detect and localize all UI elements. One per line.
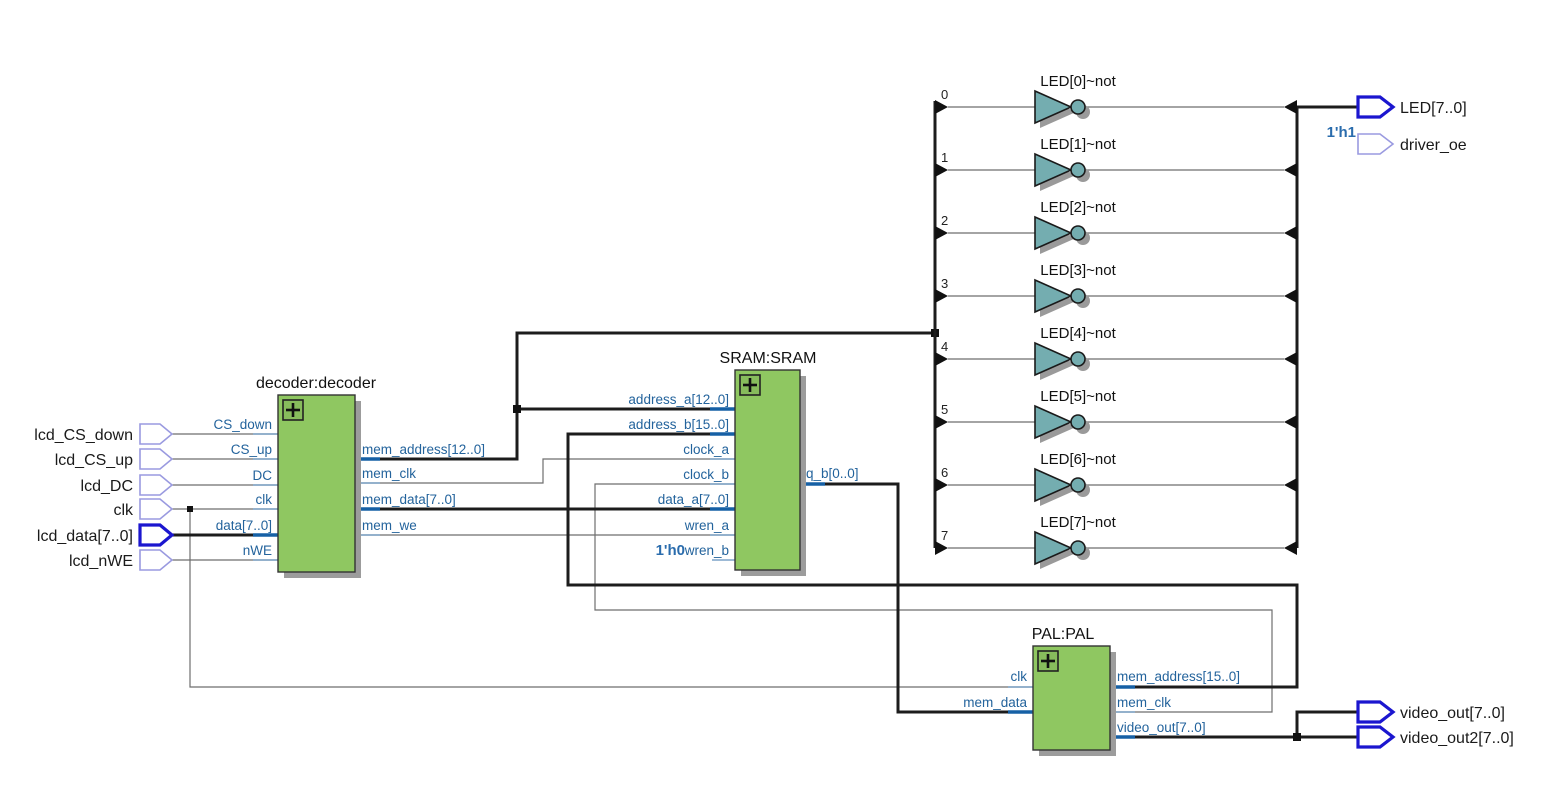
bus-bit-2: 2 (941, 213, 948, 228)
not-gate-label: LED[5]~not (1040, 388, 1116, 405)
input-pin-lcd-cs-up[interactable] (139, 448, 174, 470)
output-pin-label: video_out[7..0] (1400, 705, 1505, 722)
driver-oe-constant: 1'h1 (1327, 124, 1356, 141)
led-bit-bus-left[interactable] (933, 100, 948, 555)
block-decoder-title: decoder:decoder (256, 375, 377, 392)
bus-bit-5: 5 (941, 402, 948, 417)
decoder-port-cs-up: CS_up (231, 442, 272, 457)
net-pal-mem-clk[interactable] (594, 483, 1273, 713)
decoder-port-mem-clk: mem_clk (362, 466, 416, 481)
block-decoder[interactable] (277, 394, 361, 578)
led-bit-bus-right[interactable] (1284, 100, 1358, 555)
input-pin-label: lcd_DC (81, 478, 133, 495)
decoder-port-nwe: nWE (243, 543, 272, 558)
output-pin-label: driver_oe (1400, 137, 1467, 154)
not-gate-label: LED[3]~not (1040, 262, 1116, 279)
input-pin-lcd-data[interactable] (138, 523, 175, 547)
not-gate-row[interactable] (948, 467, 1284, 506)
pal-port-video-out: video_out[7..0] (1117, 720, 1206, 735)
input-pin-label: lcd_CS_up (55, 452, 133, 469)
net-mem-clk[interactable] (355, 458, 735, 484)
bus-bit-0: 0 (941, 87, 948, 102)
decoder-port-mem-data: mem_data[7..0] (362, 492, 456, 507)
decoder-port-mem-we: mem_we (362, 518, 417, 533)
not-gate-row[interactable] (948, 89, 1284, 128)
decoder-port-clk: clk (256, 492, 273, 507)
not-gate-row[interactable] (948, 152, 1284, 191)
output-pin-driver-oe[interactable] (1357, 133, 1395, 155)
net-q-b[interactable] (800, 482, 1033, 714)
input-pin-label: lcd_nWE (69, 553, 133, 570)
expand-plus-icon[interactable] (282, 399, 304, 421)
pal-port-mem-address: mem_address[15..0] (1117, 669, 1240, 684)
not-gate-row[interactable] (948, 215, 1284, 254)
sram-port-wren-a: wren_a (684, 518, 730, 533)
not-gate-row[interactable] (948, 530, 1284, 569)
block-pal-title: PAL:PAL (1032, 626, 1095, 643)
sram-port-address-b: address_b[15..0] (628, 417, 729, 432)
block-sram[interactable] (734, 369, 806, 576)
sram-port-q-b: q_b[0..0] (806, 466, 859, 481)
input-pin-label: clk (113, 502, 134, 519)
sram-port-wren-b: wren_b (684, 543, 729, 558)
input-pin-label: lcd_CS_down (34, 427, 133, 444)
net-video-out[interactable] (1110, 710, 1358, 741)
output-pin-video-out[interactable] (1356, 700, 1396, 724)
expand-plus-icon[interactable] (739, 374, 761, 396)
sram-port-address-a: address_a[12..0] (628, 392, 729, 407)
block-pal[interactable] (1032, 645, 1116, 756)
pal-port-clk: clk (1011, 669, 1028, 684)
input-pin-lcd-cs-down[interactable] (139, 423, 174, 445)
output-pin-led[interactable] (1356, 95, 1396, 119)
input-pin-clk[interactable] (139, 498, 174, 520)
sram-port-clock-a: clock_a (683, 442, 729, 457)
output-pin-label: LED[7..0] (1400, 100, 1467, 117)
not-gate-label: LED[4]~not (1040, 325, 1116, 342)
net-pal-mem-address[interactable] (566, 432, 1299, 689)
output-pin-label: video_out2[7..0] (1400, 730, 1514, 747)
pal-port-mem-clk: mem_clk (1117, 695, 1171, 710)
output-pin-video-out2[interactable] (1356, 725, 1396, 749)
not-gate-label: LED[6]~not (1040, 451, 1116, 468)
not-gate-row[interactable] (948, 341, 1284, 380)
bus-bit-4: 4 (941, 339, 948, 354)
not-gate-label: LED[7]~not (1040, 514, 1116, 531)
bus-bit-1: 1 (941, 150, 948, 165)
decoder-port-cs-down: CS_down (213, 417, 272, 432)
not-gate-label: LED[0]~not (1040, 73, 1116, 90)
bus-bit-3: 3 (941, 276, 948, 291)
decoder-port-mem-address: mem_address[12..0] (362, 442, 485, 457)
decoder-port-dc: DC (253, 468, 273, 483)
sram-port-data-a: data_a[7..0] (658, 492, 729, 507)
not-gate-row[interactable] (948, 404, 1284, 443)
sram-port-clock-b: clock_b (683, 467, 729, 482)
bus-bit-6: 6 (941, 465, 948, 480)
not-gate-row[interactable] (948, 278, 1284, 317)
block-sram-title: SRAM:SRAM (720, 350, 817, 367)
input-pin-lcd-dc[interactable] (139, 474, 174, 496)
input-pin-lcd-nwe[interactable] (139, 549, 174, 571)
not-gate-label: LED[1]~not (1040, 136, 1116, 153)
expand-plus-icon[interactable] (1037, 650, 1059, 672)
wren-b-constant: 1'h0 (656, 542, 685, 559)
decoder-port-data: data[7..0] (216, 518, 272, 533)
pal-port-mem-data: mem_data (963, 695, 1027, 710)
input-pin-label: lcd_data[7..0] (37, 528, 133, 545)
not-gate-label: LED[2]~not (1040, 199, 1116, 216)
bus-bit-7: 7 (941, 528, 948, 543)
